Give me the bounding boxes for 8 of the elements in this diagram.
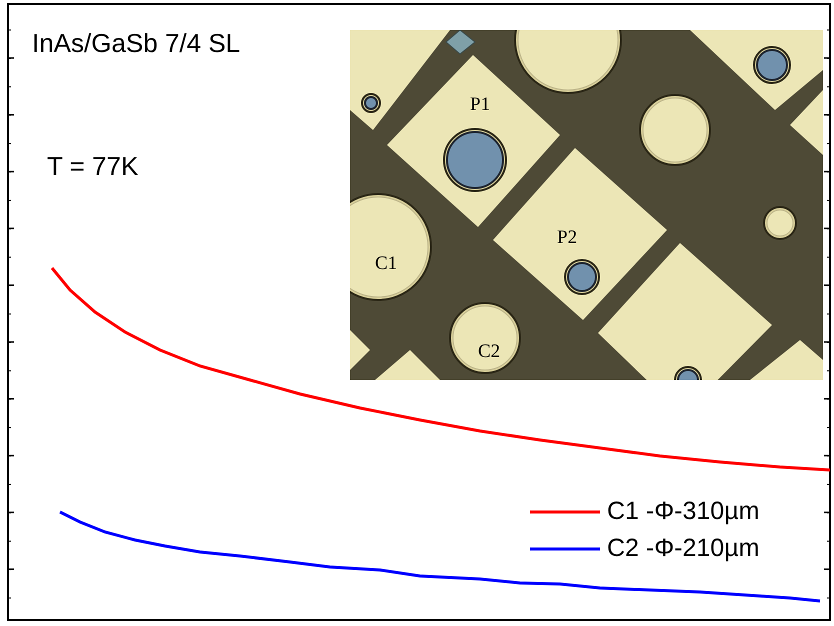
device-label: P2 — [557, 228, 578, 247]
legend-label: C1 -Φ-310µm — [607, 499, 760, 524]
device-label: C1 — [375, 254, 398, 273]
legend-label: C2 -Φ-210µm — [607, 536, 760, 561]
device-label: P1 — [470, 95, 490, 114]
device-label: C2 — [478, 342, 500, 361]
plot-title: InAs/GaSb 7/4 SL — [32, 30, 240, 56]
temperature-label: T = 77K — [47, 153, 138, 179]
